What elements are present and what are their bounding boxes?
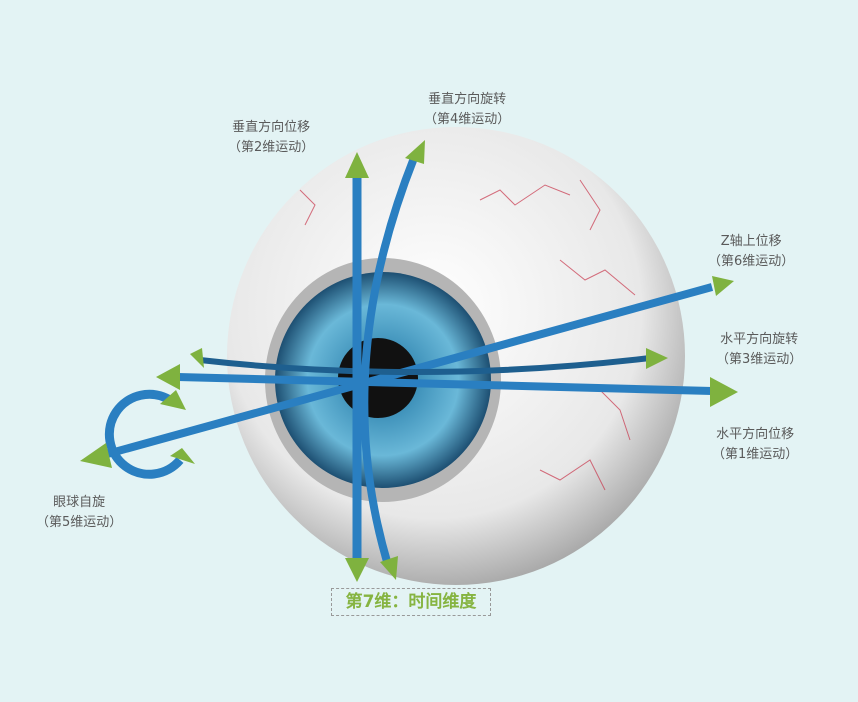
arrow-dim1-horizontal-translation: [177, 373, 713, 395]
arrowhead-dim3-left: [190, 348, 204, 368]
label-dim6-title: Z轴上位移: [720, 234, 782, 249]
arrowhead-down-dim4: [380, 556, 398, 580]
arrowhead-dim6-right: [712, 276, 734, 296]
arrowhead-dim6-left: [80, 443, 112, 468]
label-dim1: 水平方向位移 （第1维运动）: [712, 425, 798, 465]
arrow-heads: [80, 140, 738, 582]
label-dim6: Z轴上位移 （第6维运动）: [708, 232, 794, 272]
label-dim5: 眼球自旋 （第5维运动）: [36, 493, 122, 533]
blood-vessels: [299, 179, 636, 491]
time-dimension-label: 第7维：时间维度: [331, 588, 491, 616]
arrowhead-roll-top: [160, 390, 186, 410]
arrowhead-roll-bottom: [170, 448, 195, 464]
arrowhead-up-dim4: [405, 140, 425, 164]
label-dim3-sub: （第3维运动）: [716, 352, 803, 367]
label-dim3-title: 水平方向旋转: [720, 332, 799, 347]
arrowhead-dim3-right: [646, 348, 668, 369]
label-dim4-title: 垂直方向旋转: [428, 92, 507, 107]
label-dim4: 垂直方向旋转 （第4维运动）: [424, 90, 510, 130]
label-dim2-title: 垂直方向位移: [232, 120, 311, 135]
label-dim4-sub: （第4维运动）: [424, 112, 511, 127]
arrowhead-dim1-left: [156, 364, 180, 390]
label-dim6-sub: （第6维运动）: [708, 254, 795, 269]
arrow-dim4-vertical-rotation: [360, 156, 418, 567]
label-dim2: 垂直方向位移 （第2维运动）: [228, 118, 314, 158]
label-dim1-title: 水平方向位移: [716, 427, 795, 442]
label-dim2-sub: （第2维运动）: [228, 140, 315, 155]
arrow-dim3-horizontal-rotation: [199, 355, 651, 375]
label-dim1-sub: （第1维运动）: [712, 447, 799, 462]
label-dim5-sub: （第5维运动）: [36, 515, 123, 530]
label-dim5-title: 眼球自旋: [53, 495, 106, 510]
arrow-dim5-roll: [104, 389, 184, 479]
arrowhead-down-dim2: [345, 558, 369, 582]
label-dim3: 水平方向旋转 （第3维运动）: [716, 330, 802, 370]
arrowhead-dim1-right: [710, 377, 738, 407]
arrowhead-up-dim2: [345, 152, 369, 178]
